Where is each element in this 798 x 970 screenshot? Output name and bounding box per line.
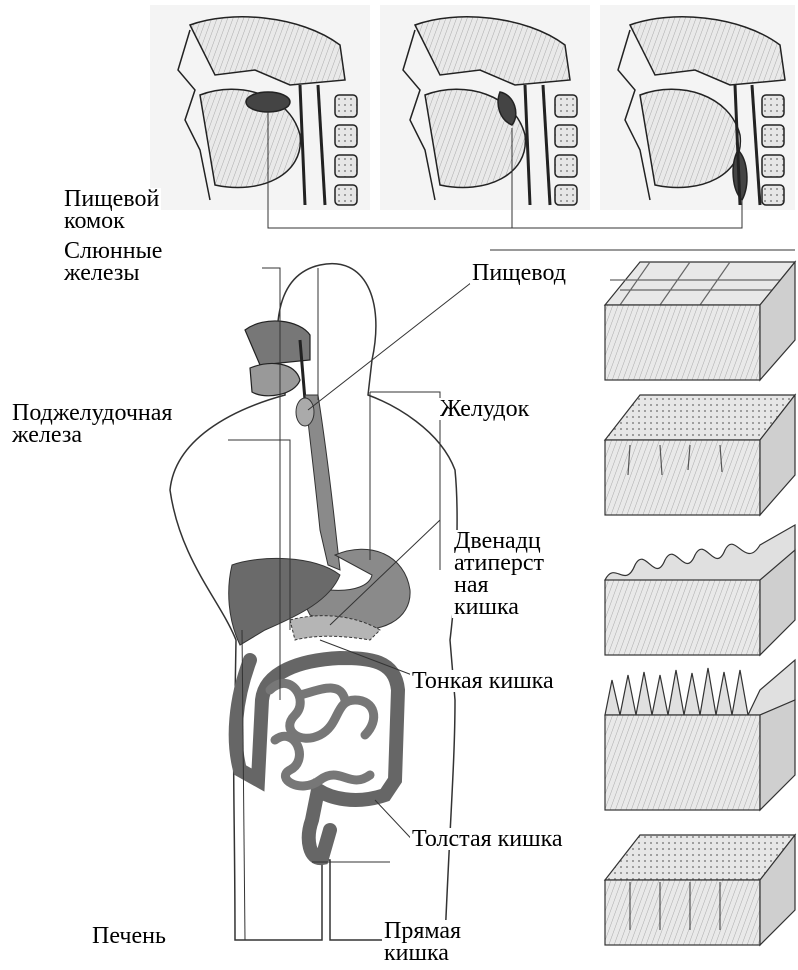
swallowing-stage-3: [600, 5, 795, 210]
label-large-intestine: Толстая кишка: [410, 828, 565, 850]
tissue-block-1: [605, 262, 795, 380]
label-pancreas: Поджелудочная железа: [10, 402, 174, 446]
swallowing-stage-1: [150, 5, 370, 210]
tissue-block-3: [605, 525, 795, 655]
label-rectum: Прямая кишка: [382, 920, 463, 964]
label-bolus: Пищевой комок: [62, 188, 161, 232]
label-salivary-glands: Слюнные железы: [62, 240, 164, 284]
label-liver: Печень: [90, 925, 168, 947]
label-duodenum: Двенадц атиперст ная кишка: [452, 530, 546, 618]
tissue-block-4: [605, 660, 795, 810]
tissue-block-2: [605, 395, 795, 515]
label-stomach: Желудок: [438, 398, 531, 420]
swallowing-stage-2: [380, 5, 590, 210]
salivary-gland-shape: [296, 398, 314, 426]
label-esophagus: Пищевод: [470, 262, 568, 284]
label-small-intestine: Тонкая кишка: [410, 670, 556, 692]
tissue-block-5: [605, 835, 795, 945]
